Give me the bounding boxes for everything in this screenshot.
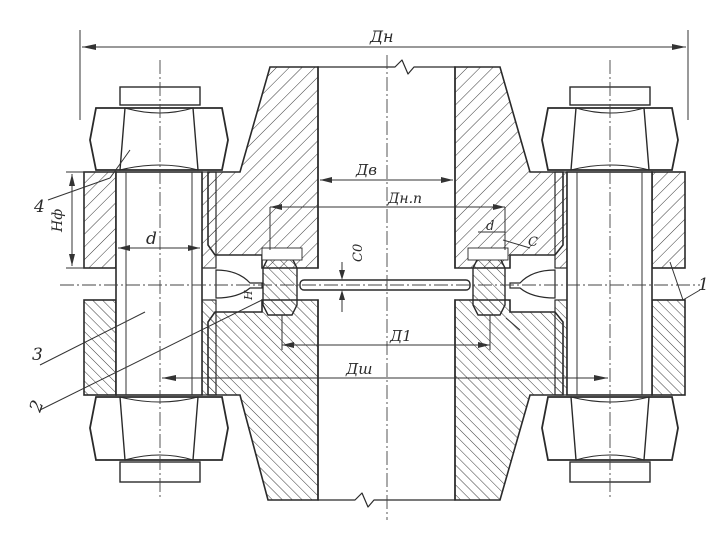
leader-lines [39, 149, 701, 411]
label-groove-left: H [242, 290, 255, 301]
left-bolt-assembly [89, 60, 229, 500]
dimension-outer-diameter [79, 30, 689, 120]
dimension-bolt-diameter-left [118, 245, 200, 251]
dimension-bolt-circle-diameter [162, 375, 608, 381]
label-part-2: 2 [26, 398, 49, 416]
label-part-1: 1 [698, 275, 709, 295]
gasket [215, 247, 556, 316]
label-gasket-outer-diameter: Дн.п [387, 191, 422, 207]
label-mean-diameter: Д1 [389, 327, 412, 345]
label-bolt-diameter-right: d [486, 219, 494, 234]
label-outer-diameter: Дн [369, 27, 394, 46]
dimension-flange-thickness [66, 171, 116, 269]
lower-flange-hub [83, 299, 686, 508]
label-bolt-circle-diameter: Дш [345, 360, 372, 378]
dimension-inner-diameter [320, 177, 453, 183]
label-inner-diameter: Дв [355, 161, 377, 179]
label-gap: С0 [351, 244, 366, 262]
upper-flange-hub [83, 59, 686, 269]
label-part-4: 4 [33, 197, 45, 217]
dimension-gap [339, 262, 345, 312]
label-part-3: 3 [32, 345, 43, 365]
label-bolt-diameter-left: d [146, 229, 157, 249]
dimension-right-groove [478, 231, 531, 331]
label-chamfer: С [528, 235, 538, 250]
label-flange-thickness: Нф [50, 209, 66, 233]
dimension-gasket-outer-diameter [269, 204, 506, 250]
right-bolt-assembly [541, 60, 679, 500]
dimension-mean-diameter [281, 315, 491, 350]
